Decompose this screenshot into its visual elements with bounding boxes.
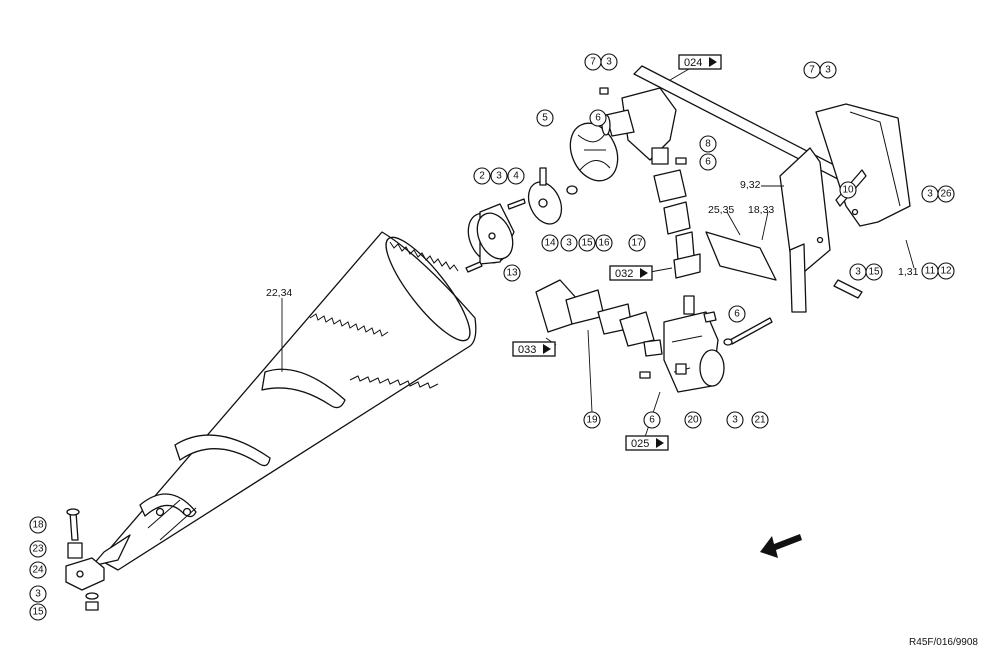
svg-text:24: 24 <box>32 565 44 576</box>
svg-text:18: 18 <box>32 520 44 531</box>
cover-assembly <box>705 103 911 313</box>
callout-15: 15 <box>578 234 596 252</box>
pto-shaft <box>535 279 663 357</box>
callout-21: 21 <box>751 411 769 429</box>
callout-5: 5 <box>536 109 554 127</box>
callout-15: 15 <box>865 263 883 281</box>
svg-text:3: 3 <box>825 65 831 76</box>
callout-24: 24 <box>29 561 47 579</box>
callout-17: 17 <box>628 234 646 252</box>
ref-box-025[interactable]: 025 <box>625 435 669 451</box>
callout-20: 20 <box>684 411 702 429</box>
svg-text:6: 6 <box>734 309 740 320</box>
svg-text:3: 3 <box>566 238 572 249</box>
svg-text:15: 15 <box>581 238 593 249</box>
ref-box-032[interactable]: 032 <box>609 265 653 281</box>
drawing-code: R45F/016/9908 <box>909 637 978 648</box>
svg-text:4: 4 <box>513 171 519 182</box>
tip-bearing-group <box>65 508 105 611</box>
svg-text:14: 14 <box>544 238 556 249</box>
callout-19: 19 <box>583 411 601 429</box>
svg-text:20: 20 <box>687 415 699 426</box>
svg-text:3: 3 <box>855 267 861 278</box>
callout-14: 14 <box>541 234 559 252</box>
callout-4: 4 <box>507 167 525 185</box>
svg-text:6: 6 <box>595 113 601 124</box>
callout-3: 3 <box>600 53 618 71</box>
callout-3: 3 <box>726 411 744 429</box>
callout-11: 11 <box>921 262 939 280</box>
svg-text:17: 17 <box>631 238 643 249</box>
drive-shaft <box>653 169 701 315</box>
ref-box-024[interactable]: 024 <box>678 54 722 70</box>
svg-text:13: 13 <box>506 268 518 279</box>
svg-text:26: 26 <box>940 189 952 200</box>
callout-6: 6 <box>728 305 746 323</box>
svg-text:19: 19 <box>586 415 598 426</box>
svg-text:15: 15 <box>32 607 44 618</box>
svg-text:033: 033 <box>518 344 536 356</box>
svg-text:11: 11 <box>925 266 936 277</box>
callout-6: 6 <box>699 153 717 171</box>
svg-text:23: 23 <box>32 544 44 555</box>
callout-15: 15 <box>29 603 47 621</box>
svg-text:21: 21 <box>754 415 766 426</box>
coupling-group <box>465 122 619 273</box>
callout-3: 3 <box>921 185 939 203</box>
svg-text:6: 6 <box>705 157 711 168</box>
callout-3: 3 <box>560 234 578 252</box>
label-auger: 22,34 <box>266 287 292 299</box>
auger-cone <box>91 231 477 571</box>
svg-text:7: 7 <box>590 57 596 68</box>
callout-16: 16 <box>595 234 613 252</box>
callout-8: 8 <box>699 135 717 153</box>
callout-18: 18 <box>29 516 47 534</box>
callout-3: 3 <box>849 263 867 281</box>
svg-text:3: 3 <box>496 171 502 182</box>
label-bracket: 1,31 <box>898 266 919 278</box>
callout-3: 3 <box>819 61 837 79</box>
callout-2: 2 <box>473 167 491 185</box>
callout-10: 10 <box>839 181 857 199</box>
direction-arrow-icon <box>760 534 802 558</box>
svg-text:6: 6 <box>649 415 655 426</box>
lower-gearbox <box>639 311 773 393</box>
svg-text:3: 3 <box>606 57 612 68</box>
svg-text:3: 3 <box>732 415 738 426</box>
callout-7: 7 <box>803 61 821 79</box>
callout-6: 6 <box>589 109 607 127</box>
callout-7: 7 <box>584 53 602 71</box>
svg-text:5: 5 <box>542 113 548 124</box>
svg-text:025: 025 <box>631 438 649 450</box>
svg-text:2: 2 <box>479 171 485 182</box>
callout-26: 26 <box>937 185 955 203</box>
callout-13: 13 <box>503 264 521 282</box>
label-bolt: 18,33 <box>748 204 774 216</box>
callout-6: 6 <box>643 411 661 429</box>
callout-3: 3 <box>29 585 47 603</box>
svg-text:3: 3 <box>35 589 41 600</box>
svg-text:3: 3 <box>927 189 933 200</box>
label-cover: 9,32 <box>740 179 761 191</box>
svg-text:024: 024 <box>684 57 702 69</box>
callout-23: 23 <box>29 540 47 558</box>
callout-3: 3 <box>490 167 508 185</box>
svg-text:10: 10 <box>842 185 854 196</box>
svg-text:12: 12 <box>940 266 952 277</box>
label-plate: 25,35 <box>708 204 734 216</box>
svg-text:032: 032 <box>615 268 633 280</box>
svg-text:15: 15 <box>868 267 880 278</box>
svg-text:7: 7 <box>809 65 815 76</box>
svg-text:8: 8 <box>705 139 711 150</box>
callout-12: 12 <box>937 262 955 280</box>
svg-text:16: 16 <box>598 238 610 249</box>
ref-box-033[interactable]: 033 <box>512 341 556 357</box>
